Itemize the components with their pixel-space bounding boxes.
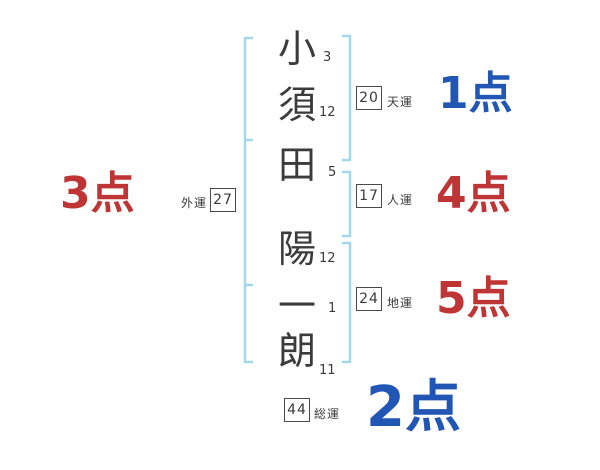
earth-luck-label: 地運 [387,296,414,310]
person-luck-score: 4点 [436,168,511,219]
name-char-3: 田 [277,143,316,187]
stroke-count-4: 12 [319,251,336,266]
stroke-count-5: 1 [328,301,337,316]
heaven-luck-label: 天運 [387,95,414,109]
stroke-count-6: 11 [319,363,336,378]
person-luck-value-box: 17 [356,184,382,208]
name-char-2: 須 [277,83,316,127]
heaven-luck-score: 1点 [438,68,513,119]
stroke-count-2: 12 [319,105,336,120]
name-char-1: 小 [277,27,316,71]
outer-luck-bracket [243,36,254,364]
outer-luck-label: 外運 [181,196,208,210]
outer-luck-score: 3点 [60,168,135,219]
stroke-count-1: 3 [323,50,332,65]
heaven-luck-bracket [341,34,352,162]
name-char-6: 朗 [277,329,316,373]
heaven-luck-value-box: 20 [356,86,382,110]
total-luck-score: 2点 [366,375,461,440]
person-luck-label: 人運 [387,193,414,207]
outer-luck-value-box: 27 [210,188,236,212]
name-char-4: 陽 [277,227,316,271]
total-luck-value-box: 44 [284,398,310,422]
stroke-count-3: 5 [328,165,337,180]
person-luck-bracket [341,170,352,238]
earth-luck-score: 5点 [436,273,511,324]
name-char-5: 一 [277,284,316,328]
total-luck-label: 総運 [314,407,341,421]
earth-luck-value-box: 24 [356,287,382,311]
earth-luck-bracket [341,241,352,364]
